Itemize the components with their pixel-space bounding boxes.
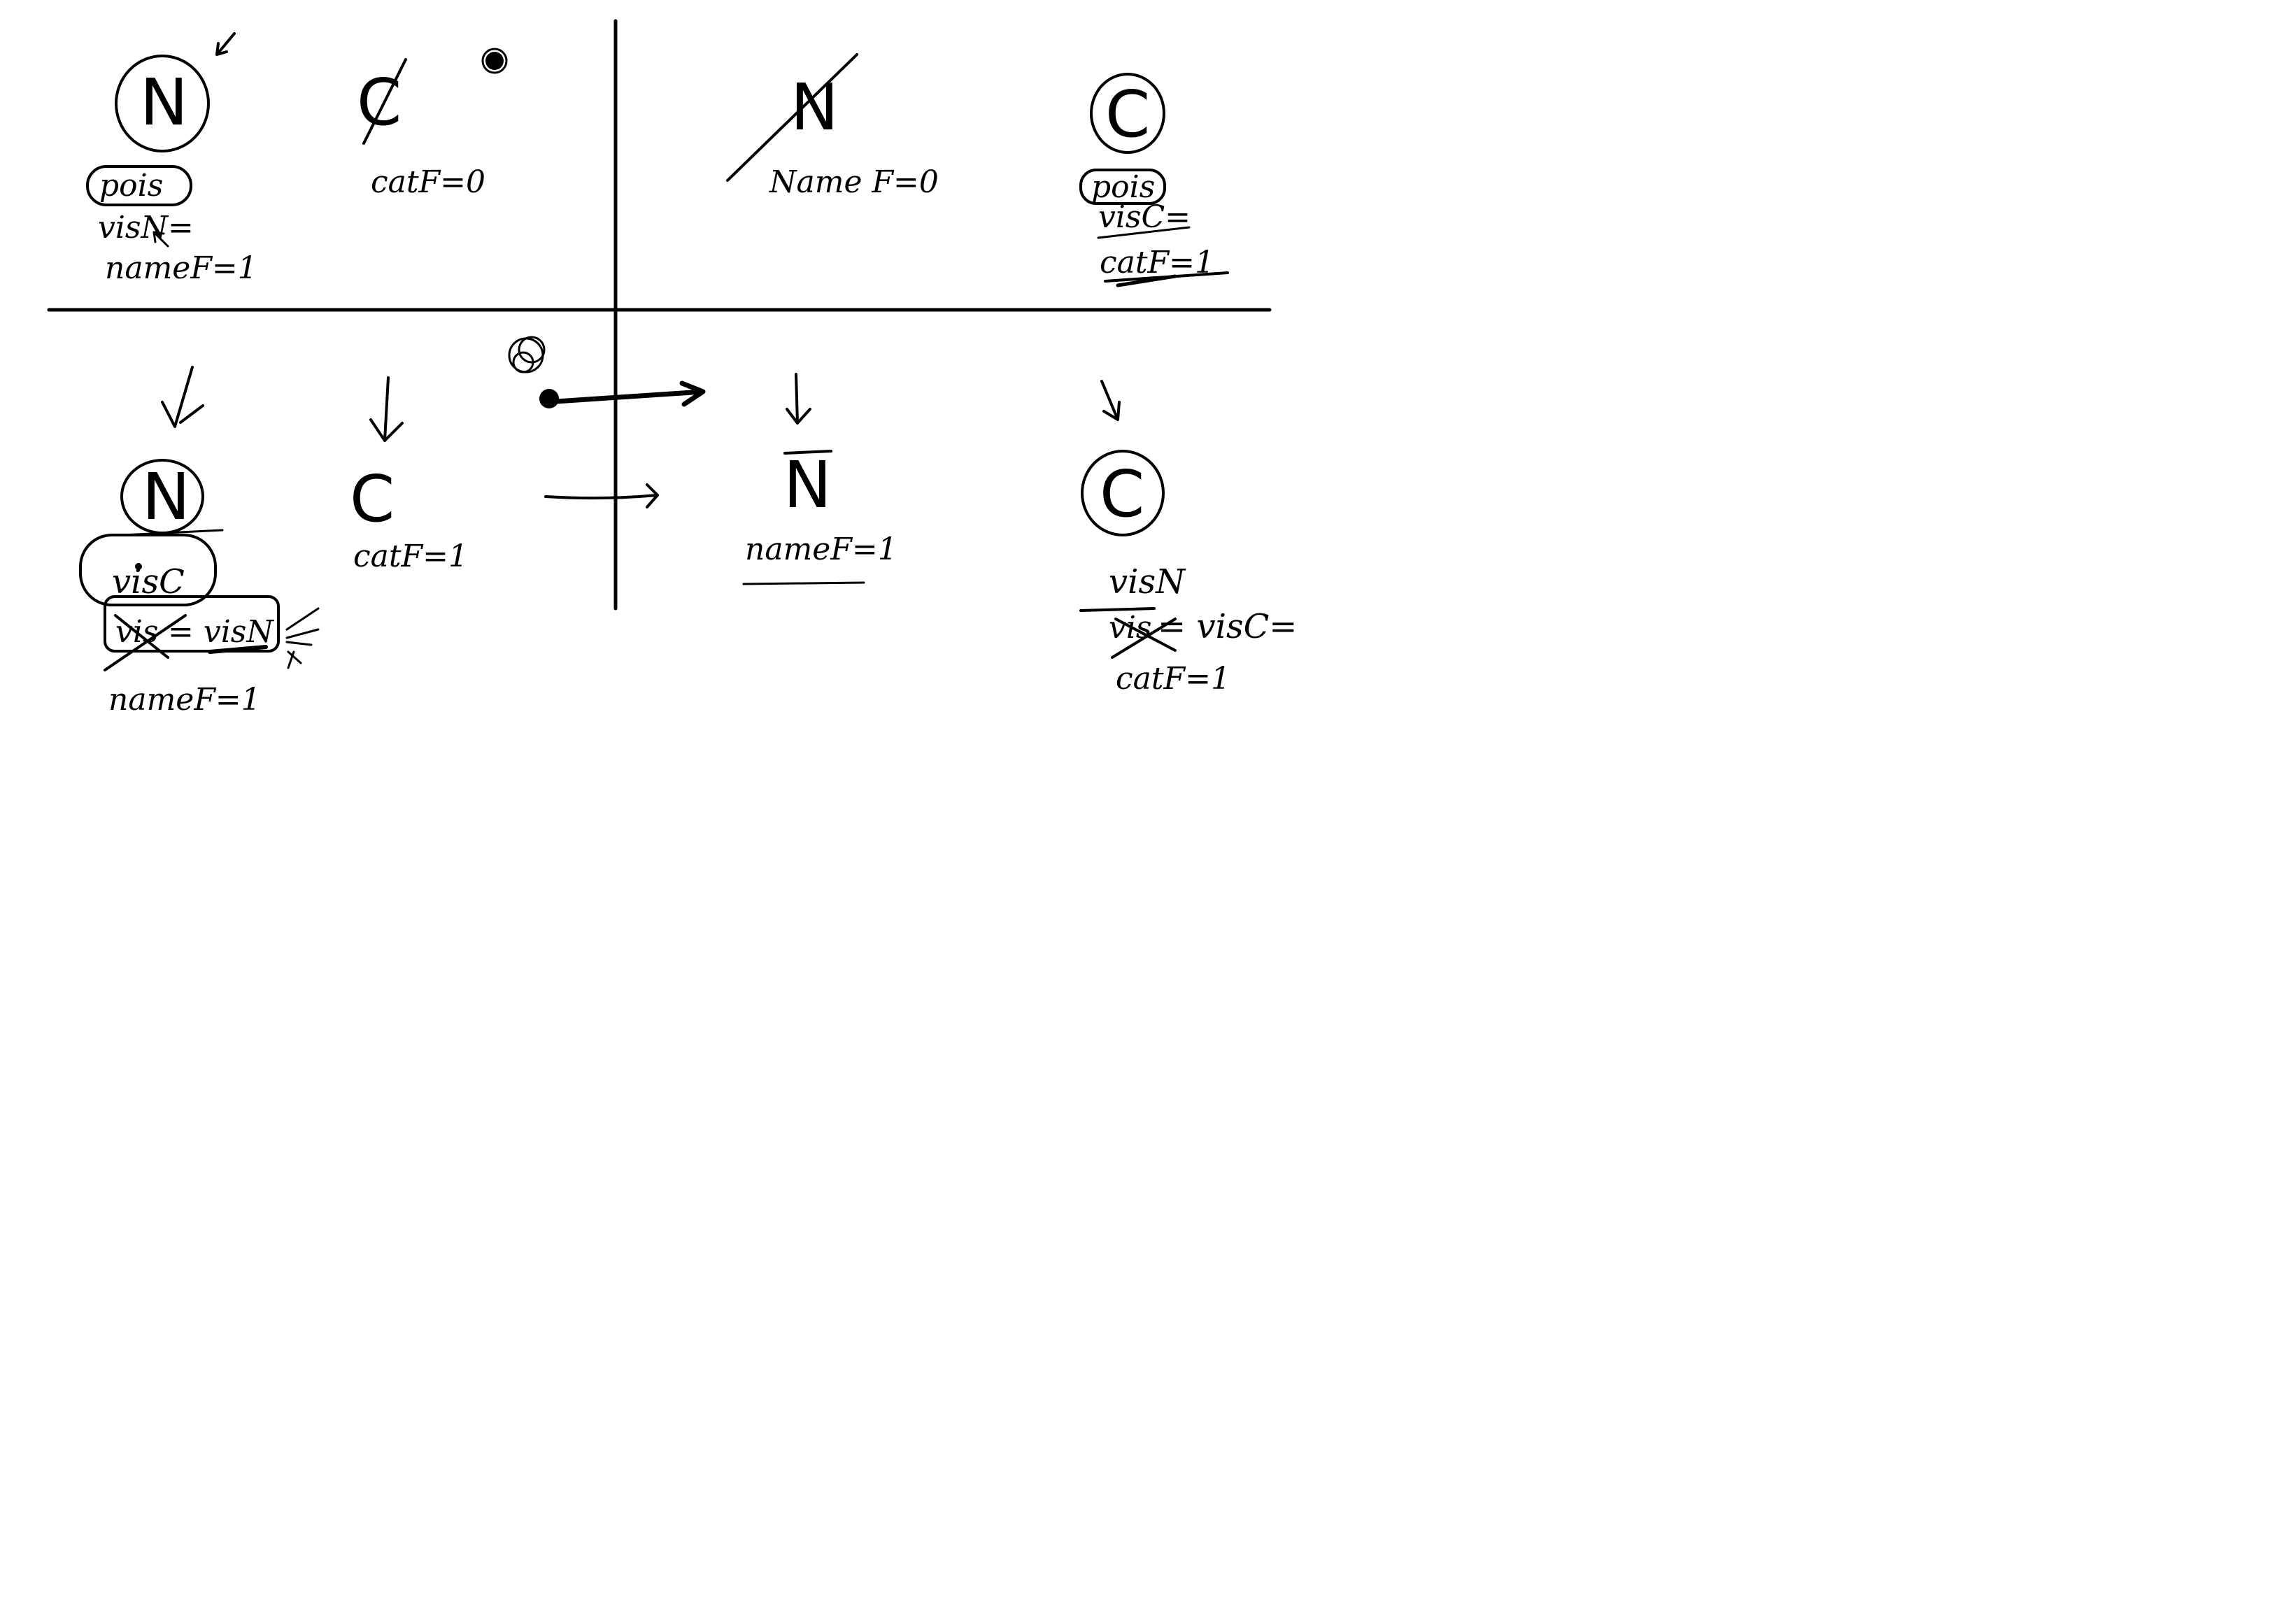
vis-c-box-label: visC bbox=[112, 562, 185, 601]
name-f-line-bottom: nameF=1 bbox=[108, 682, 261, 718]
vis-strike-right-2 bbox=[1114, 618, 1177, 652]
n-circle bbox=[115, 55, 210, 152]
name-f-label: Name F=0 bbox=[769, 164, 939, 200]
c-circle-bottom bbox=[1081, 450, 1165, 536]
cat-f-label-bottom: catF=1 bbox=[353, 539, 468, 574]
n-strike-line bbox=[726, 53, 858, 182]
crossed-n-symbol: N bbox=[790, 70, 839, 145]
vis-n-line: visN= bbox=[98, 210, 194, 245]
thin-arrow-right bbox=[544, 483, 659, 508]
vis-eq-box bbox=[104, 595, 280, 653]
vis-c-box bbox=[79, 534, 217, 606]
emphasis-arrows-icon bbox=[285, 607, 320, 669]
arrow-start-dot bbox=[539, 389, 559, 408]
cat-underline-2 bbox=[1116, 274, 1177, 287]
name-f-underline bbox=[742, 581, 865, 585]
n-symbol: N bbox=[140, 65, 188, 140]
vis-strike-2 bbox=[114, 614, 169, 659]
vis-strike-1 bbox=[104, 614, 187, 671]
pois-label: pois bbox=[99, 168, 163, 204]
c-circle bbox=[1090, 73, 1165, 154]
c-symbol: C bbox=[1105, 77, 1150, 152]
vis-n-label: visN bbox=[1109, 562, 1186, 601]
c-symbol-bottom: C bbox=[350, 462, 395, 536]
pointer-arrow-icon bbox=[152, 231, 169, 248]
vis-eq-underline bbox=[208, 645, 268, 654]
scribble-icon-3 bbox=[512, 351, 534, 373]
pois-box-right bbox=[1079, 169, 1166, 205]
cat-f-label: catF=0 bbox=[371, 164, 485, 200]
n-bar-overline bbox=[783, 450, 832, 455]
down-arrow-icon-3 bbox=[1100, 380, 1121, 421]
down-arrow-icon bbox=[369, 376, 404, 442]
bold-arrow-right bbox=[543, 380, 706, 407]
dot-ring-icon bbox=[481, 48, 508, 74]
down-arrow-icon-2 bbox=[786, 373, 811, 425]
cat-f-label-right: catF=1 bbox=[1116, 661, 1230, 697]
scribble-icon-2 bbox=[518, 336, 546, 364]
small-arrow-icon bbox=[215, 32, 236, 56]
name-f-label-bottom: nameF=1 bbox=[745, 532, 897, 567]
empty-set-slash bbox=[362, 58, 407, 145]
n-bar-symbol: N bbox=[783, 448, 832, 522]
name-f-line: nameF=1 bbox=[105, 250, 257, 286]
vis-strike-right-1 bbox=[1111, 618, 1177, 659]
vis-c-eq-label: = visC= bbox=[1158, 607, 1298, 646]
c-symbol-bottom-right: C bbox=[1100, 457, 1144, 532]
vis-dot bbox=[135, 563, 142, 570]
pois-box bbox=[86, 165, 192, 206]
filled-dot-icon bbox=[485, 52, 504, 70]
pois-label-right: pois bbox=[1091, 169, 1155, 205]
n-symbol-bottom: N bbox=[142, 460, 190, 534]
vis-strike-right-3 bbox=[1079, 607, 1156, 612]
vis-underline bbox=[1097, 226, 1191, 239]
check-arrow-icon bbox=[161, 366, 204, 428]
vis-eq-label: = visN bbox=[168, 614, 274, 650]
empty-set-symbol: C bbox=[357, 65, 402, 140]
